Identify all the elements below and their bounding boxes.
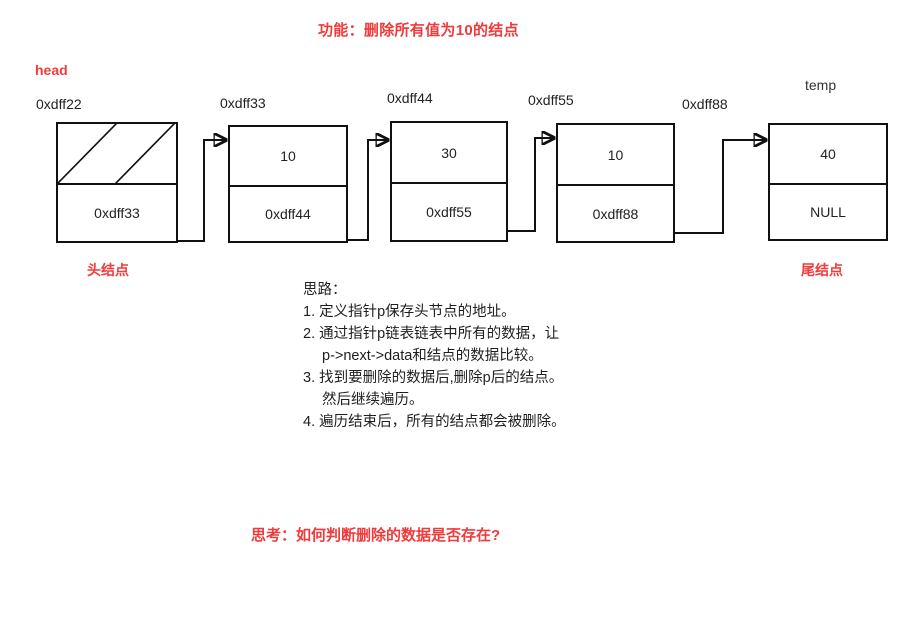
thinking-question: 思考：如何判断删除的数据是否存在? [251,527,501,544]
linked-list-node-3: 10 0xdff88 [556,123,675,243]
head-node-role-label: 头结点 [87,262,129,278]
arrow-node3-to-node4 [675,140,766,234]
node-address-label-0: 0xdff22 [36,96,82,112]
node-0-next-cell: 0xdff33 [94,205,140,221]
node-1-next-cell: 0xdff44 [265,206,311,222]
node-3-data-cell: 10 [558,125,673,186]
arrow-node0-to-node1 [178,140,226,242]
node-address-label-4: 0xdff88 [682,96,728,112]
head-pointer-label: head [35,62,68,78]
node-address-label-3: 0xdff55 [528,92,574,108]
notes-line-2-cont: p->next->data和结点的数据比较。 [322,348,543,364]
notes-line-1: 1. 定义指针p保存头节点的地址。 [303,304,516,320]
arrow-node2-to-node3 [508,138,554,232]
page-title: 功能：删除所有值为10的结点 [318,22,519,39]
node-0-data-cell [58,124,176,185]
notes-heading: 思路： [303,282,347,298]
node-1-data-cell: 10 [230,127,346,187]
notes-line-3-cont: 然后继续遍历。 [322,392,424,408]
node-4-next-cell: NULL [810,204,846,220]
node-address-label-2: 0xdff44 [387,90,433,106]
node-2-next-cell: 0xdff55 [426,204,472,220]
tail-node-role-label: 尾结点 [801,262,843,278]
linked-list-node-2: 30 0xdff55 [390,121,508,242]
node-3-next-cell: 0xdff88 [592,205,639,222]
hatch-pattern-icon [58,124,176,183]
notes-block: 思路： 1. 定义指针p保存头节点的地址。 2. 通过指针p链表链表中所有的数据… [303,279,566,433]
node-address-label-1: 0xdff33 [220,95,266,111]
notes-line-3: 3. 找到要删除的数据后,删除p后的结点。 [303,370,564,386]
notes-line-2: 2. 通过指针p链表链表中所有的数据，让 [303,326,560,342]
linked-list-node-1: 10 0xdff44 [228,125,348,243]
temp-pointer-label: temp [805,77,837,93]
linked-list-node-0: 0xdff33 [56,122,178,243]
notes-line-4: 4. 遍历结束后，所有的结点都会被删除。 [303,414,566,430]
linked-list-node-4: 40 NULL [768,123,888,241]
node-2-data-cell: 30 [392,123,506,184]
arrow-node1-to-node2 [348,140,388,241]
node-4-data-cell: 40 [770,125,886,185]
